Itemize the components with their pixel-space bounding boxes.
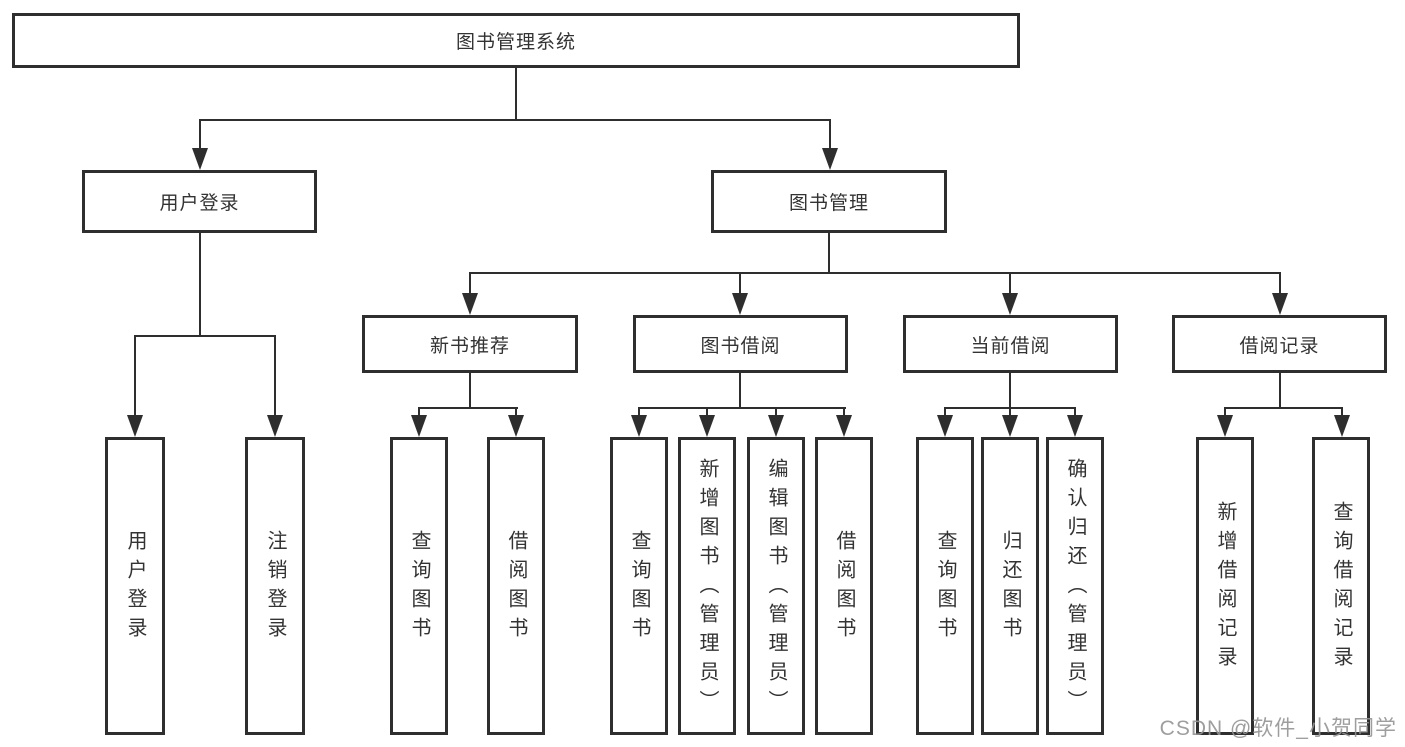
- node-current-borrowing: 当前借阅: [903, 315, 1118, 373]
- leaf-borrow-books: 借阅图书: [815, 437, 873, 735]
- connector-drop-l3: [739, 272, 741, 295]
- arrow-down-icon: [822, 148, 838, 170]
- leaf-query-borrow-record: 查询借阅记录: [1312, 437, 1370, 735]
- leaf-borrow-books-recommend: 借阅图书: [487, 437, 545, 735]
- arrow-down-icon: [192, 148, 208, 170]
- node-user-login: 用户登录: [82, 170, 317, 233]
- leaf-return-books: 归还图书: [981, 437, 1039, 735]
- leaf-query-books-recommend: 查询图书: [390, 437, 448, 735]
- connector-drop-leaf: [134, 335, 136, 419]
- leaf-confirm-return-admin: 确认归还（管理员）: [1046, 437, 1104, 735]
- arrow-down-icon: [937, 415, 953, 437]
- connector-drop-leaf: [1224, 407, 1226, 419]
- connector-newbook-hbar: [418, 407, 518, 409]
- connector-bookmgmt-hbar: [469, 272, 1281, 274]
- leaf-add-books-admin: 新增图书（管理员）: [678, 437, 736, 735]
- connector-drop-leaf: [274, 335, 276, 419]
- connector-newbook-stem: [469, 373, 471, 409]
- arrow-down-icon: [1002, 415, 1018, 437]
- connector-drop-l3: [1009, 272, 1011, 295]
- connector-drop-leaf: [775, 407, 777, 419]
- connector-drop-l3: [469, 272, 471, 295]
- connector-drop-l3: [1279, 272, 1281, 295]
- arrow-down-icon: [1272, 293, 1288, 315]
- node-borrowing-records: 借阅记录: [1172, 315, 1387, 373]
- leaf-logout: 注销登录: [245, 437, 305, 735]
- connector-root-hbar: [199, 119, 831, 121]
- connector-userlogin-stem: [199, 233, 201, 337]
- connector-drop-leaf: [638, 407, 640, 419]
- connector-records-hbar: [1224, 407, 1342, 409]
- connector-drop-leaf: [944, 407, 946, 419]
- leaf-query-books-current: 查询图书: [916, 437, 974, 735]
- connector-drop-user-login: [199, 119, 201, 152]
- node-new-book-recommend: 新书推荐: [362, 315, 578, 373]
- connector-current-stem: [1009, 373, 1011, 409]
- leaf-add-borrow-record: 新增借阅记录: [1196, 437, 1254, 735]
- connector-drop-leaf: [1341, 407, 1343, 419]
- arrow-down-icon: [411, 415, 427, 437]
- arrow-down-icon: [1067, 415, 1083, 437]
- arrow-down-icon: [267, 415, 283, 437]
- arrow-down-icon: [1217, 415, 1233, 437]
- connector-drop-leaf: [843, 407, 845, 419]
- connector-drop-leaf: [1074, 407, 1076, 419]
- arrow-down-icon: [127, 415, 143, 437]
- node-book-borrowing: 图书借阅: [633, 315, 848, 373]
- connector-drop-leaf: [1009, 407, 1011, 419]
- leaf-edit-books-admin: 编辑图书（管理员）: [747, 437, 805, 735]
- connector-borrow-hbar: [638, 407, 846, 409]
- arrow-down-icon: [1002, 293, 1018, 315]
- leaf-query-books-borrow: 查询图书: [610, 437, 668, 735]
- arrow-down-icon: [699, 415, 715, 437]
- connector-bookmgmt-stem: [828, 233, 830, 274]
- connector-borrow-stem: [739, 373, 741, 409]
- node-book-management: 图书管理: [711, 170, 947, 233]
- connector-drop-leaf: [706, 407, 708, 419]
- node-library-system: 图书管理系统: [12, 13, 1020, 68]
- connector-records-stem: [1279, 373, 1281, 409]
- arrow-down-icon: [631, 415, 647, 437]
- arrow-down-icon: [462, 293, 478, 315]
- connector-drop-leaf: [418, 407, 420, 419]
- arrow-down-icon: [508, 415, 524, 437]
- arrow-down-icon: [732, 293, 748, 315]
- arrow-down-icon: [836, 415, 852, 437]
- connector-root-stem: [515, 68, 517, 121]
- arrow-down-icon: [768, 415, 784, 437]
- connector-drop-book-mgmt: [829, 119, 831, 152]
- connector-userlogin-hbar: [134, 335, 276, 337]
- leaf-user-login: 用户登录: [105, 437, 165, 735]
- csdn-watermark: CSDN @软件_小贺同学: [1159, 717, 1397, 740]
- arrow-down-icon: [1334, 415, 1350, 437]
- connector-drop-leaf: [515, 407, 517, 419]
